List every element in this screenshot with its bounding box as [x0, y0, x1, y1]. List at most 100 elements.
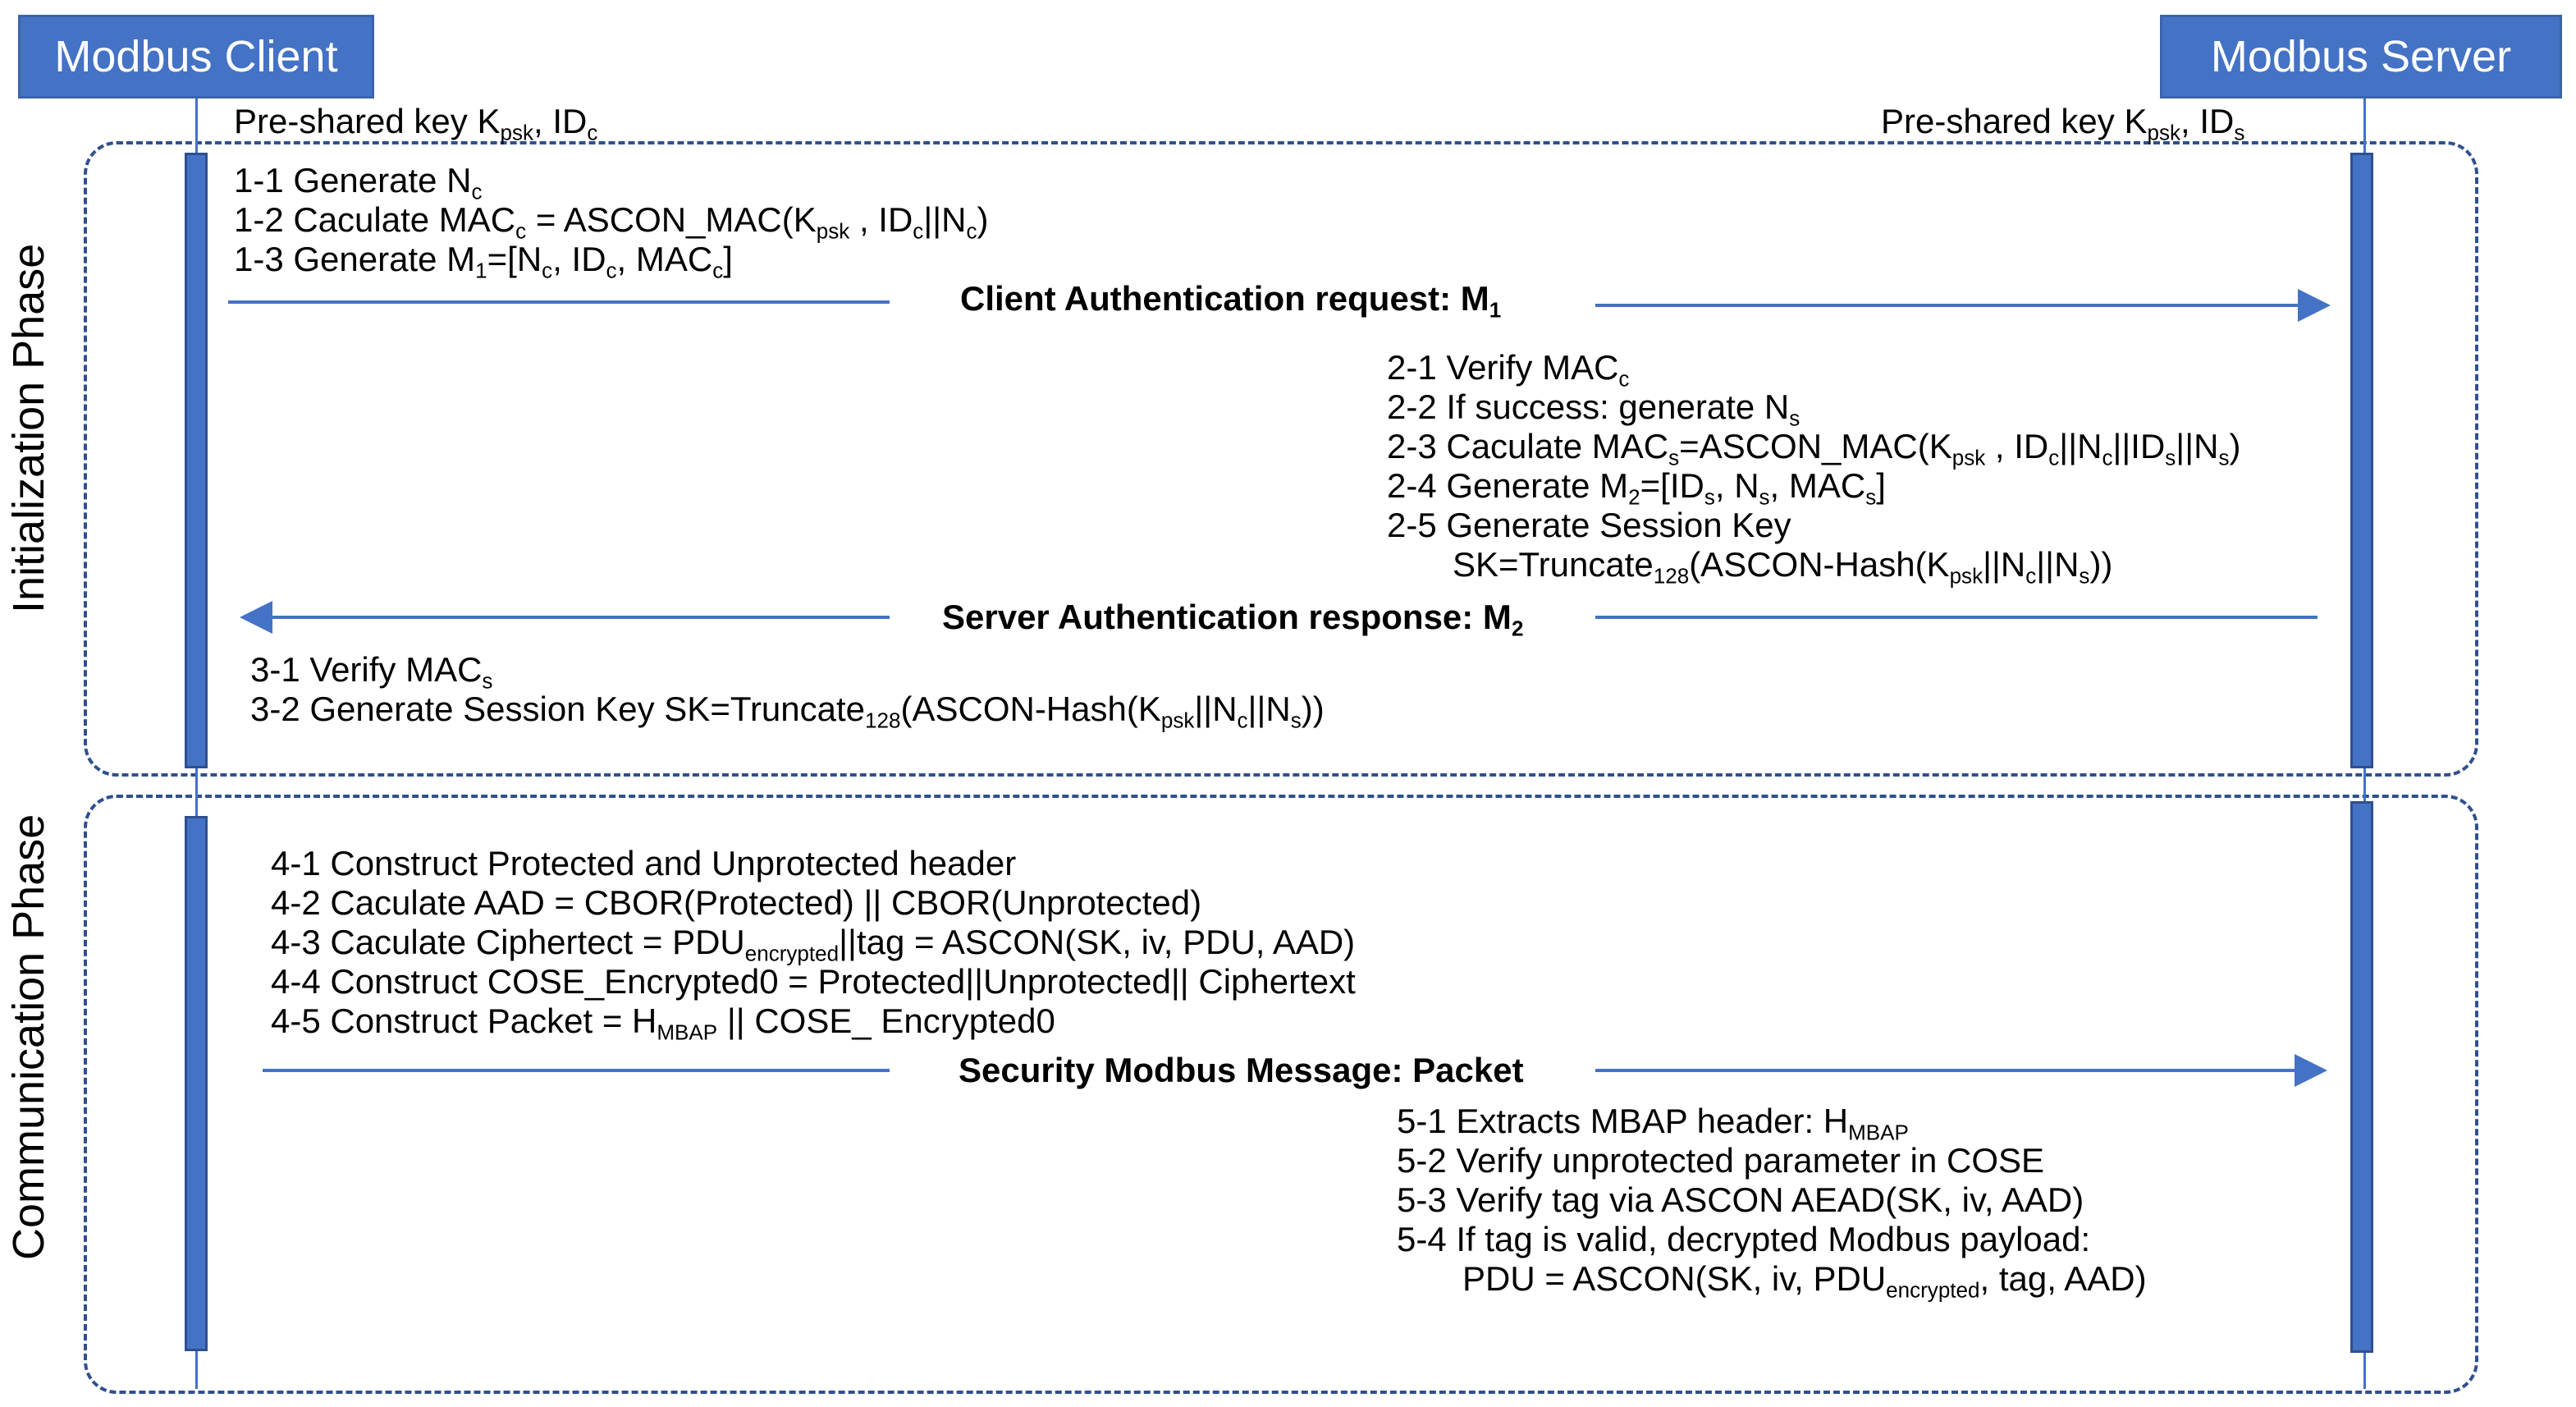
- step-line: 2-4 Generate M2=[IDs, Ns, MACs]: [1387, 466, 2240, 510]
- text-segment: (ASCON-Hash(K: [1689, 545, 1950, 584]
- modbus-client-actor: Modbus Client: [18, 15, 374, 99]
- subscript: encrypted: [1886, 1277, 1980, 1303]
- text-segment: =[ID: [1640, 466, 1704, 505]
- text-segment: ): [2229, 427, 2241, 465]
- text-segment: 5-1 Extracts MBAP header: H: [1397, 1102, 1849, 1140]
- text-segment: Server Authentication response: M: [942, 598, 1512, 636]
- subscript: psk: [500, 120, 533, 145]
- subscript: c: [606, 258, 617, 283]
- text-segment: 4-1 Construct Protected and Unprotected …: [271, 844, 1017, 882]
- subscript: s: [482, 668, 493, 694]
- step-line: 2-3 Caculate MAC s =ASCON_MAC(Kpsk , ID c ||…: [1387, 427, 2241, 468]
- text-segment: 1-3 Generate M: [234, 240, 476, 278]
- subscript: c: [1618, 366, 1630, 392]
- subscript: 128: [865, 708, 901, 733]
- text-segment: 2-5 Generate Session Key: [1387, 506, 1791, 544]
- subscript: 2: [1511, 616, 1524, 641]
- client-activation-comm: [185, 816, 208, 1351]
- step-line: 4-1 Construct Protected and Unprotected …: [271, 844, 1356, 883]
- text-segment: , ID: [552, 240, 606, 278]
- text-segment: SK=Truncate: [1453, 545, 1654, 584]
- text-segment: ||N: [2036, 545, 2080, 584]
- subscript: s: [2079, 563, 2090, 589]
- text-segment: || COSE_ Encrypted0: [717, 1001, 1055, 1040]
- initialization-phase-box: [84, 141, 2478, 777]
- step-line: 4-5 Construct Packet = HMBAP || COSE_ En…: [271, 1001, 1356, 1045]
- text-segment: , MAC: [1769, 466, 1866, 505]
- client-psk-label: Pre-shared key Kpsk, IDc: [234, 102, 598, 145]
- subscript: c: [2102, 445, 2113, 470]
- step-line: 5-2 Verify unprotected parameter in COSE: [1397, 1141, 2147, 1180]
- security-modbus-message-label: Security Modbus Message: Packet: [959, 1051, 1524, 1090]
- text-segment: ||N: [1194, 690, 1238, 728]
- text-segment: , ID: [533, 102, 588, 140]
- text-segment: 4-2 Caculate AAD = CBOR(Protected) || CB…: [271, 883, 1202, 922]
- subscript: c: [2025, 563, 2037, 589]
- text-segment: Pre-shared key K: [1881, 102, 2148, 140]
- client-steps-4: 4-1 Construct Protected and Unprotected …: [271, 844, 1356, 1045]
- client-auth-request-label: Client Authentication request: M1: [960, 279, 1502, 323]
- text-segment: 4-4 Construct COSE_Encrypted0 = Protecte…: [271, 962, 1356, 1001]
- text-segment: ||N: [1247, 690, 1291, 728]
- communication-phase-box: [84, 795, 2478, 1394]
- text-segment: , ID: [1985, 427, 2049, 465]
- subscript: s: [1865, 484, 1877, 510]
- subscript: c: [587, 120, 598, 145]
- text-segment: Pre-shared key K: [234, 102, 501, 140]
- step-line: SK=Truncate128(ASCON-Hash(Kpsk||Nc||Ns)): [1387, 545, 2240, 586]
- text-segment: =ASCON_MAC(K: [1679, 427, 1952, 465]
- text-segment: , ID: [2180, 102, 2235, 140]
- subscript: psk: [1951, 445, 1986, 470]
- text-segment: 1-1 Generate N: [234, 161, 472, 199]
- text-segment: 3-1 Verify MAC: [250, 650, 483, 689]
- step-line: PDU = ASCON(SK, iv, PDUencrypted, tag, A…: [1397, 1259, 2147, 1303]
- subscript: s: [1789, 406, 1800, 431]
- text-segment: 5-4 If tag is valid, decrypted Modbus pa…: [1397, 1220, 2091, 1258]
- subscript: psk: [2147, 120, 2180, 145]
- subscript: s: [2218, 445, 2230, 470]
- text-segment: 4-5 Construct Packet = H: [271, 1001, 657, 1040]
- step-line: 5-4 If tag is valid, decrypted Modbus pa…: [1397, 1220, 2147, 1259]
- step-line: 4-2 Caculate AAD = CBOR(Protected) || CB…: [271, 883, 1356, 923]
- text-segment: ]: [1876, 466, 1886, 505]
- text-segment: Client Authentication request: M: [960, 279, 1489, 318]
- text-segment: ]: [723, 240, 733, 278]
- step-line: 4-3 Caculate Ciphertect = PDUencrypted||…: [271, 923, 1356, 964]
- text-segment: , N: [1714, 466, 1759, 505]
- subscript: c: [1237, 708, 1248, 733]
- text-segment: 2-4 Generate M: [1387, 466, 1629, 505]
- step-line: 4-4 Construct COSE_Encrypted0 = Protecte…: [271, 962, 1356, 1001]
- subscript: 1: [475, 258, 487, 283]
- server-activation-comm: [2350, 801, 2373, 1353]
- subscript: s: [2234, 120, 2245, 145]
- subscript: c: [515, 218, 527, 244]
- subscript: MBAP: [1848, 1120, 1909, 1145]
- text-segment: ): [977, 200, 989, 239]
- text-segment: , ID: [849, 200, 913, 239]
- text-segment: 2-3 Caculate MAC: [1387, 427, 1669, 465]
- modbus-server-actor: Modbus Server: [2160, 15, 2562, 99]
- subscript: MBAP: [657, 1020, 718, 1045]
- text-segment: 2-2 If success: generate N: [1387, 387, 1790, 426]
- subscript: psk: [1949, 563, 1983, 589]
- text-segment: 4-3 Caculate Ciphertect = PDU: [271, 923, 745, 961]
- subscript: s: [2165, 445, 2176, 470]
- subscript: c: [712, 258, 724, 283]
- subscript: c: [913, 218, 924, 244]
- text-segment: )): [2089, 545, 2113, 584]
- text-segment: 2-1 Verify MAC: [1387, 348, 1619, 387]
- text-segment: ||N: [2176, 427, 2219, 465]
- step-line: 1-1 Generate Nc: [234, 161, 988, 202]
- subscript: 1: [1489, 297, 1502, 323]
- client-activation-init: [185, 153, 208, 768]
- step-line: 3-2 Generate Session Key SK=Truncate128(…: [250, 690, 1325, 733]
- arrow-m1: [228, 289, 2331, 322]
- text-segment: 1-2 Caculate MAC: [234, 200, 516, 239]
- step-line: 1-2 Caculate MACc = ASCON_MAC(Kpsk , IDc…: [234, 200, 989, 244]
- server-psk-label: Pre-shared key Kpsk, IDs: [1881, 102, 2245, 145]
